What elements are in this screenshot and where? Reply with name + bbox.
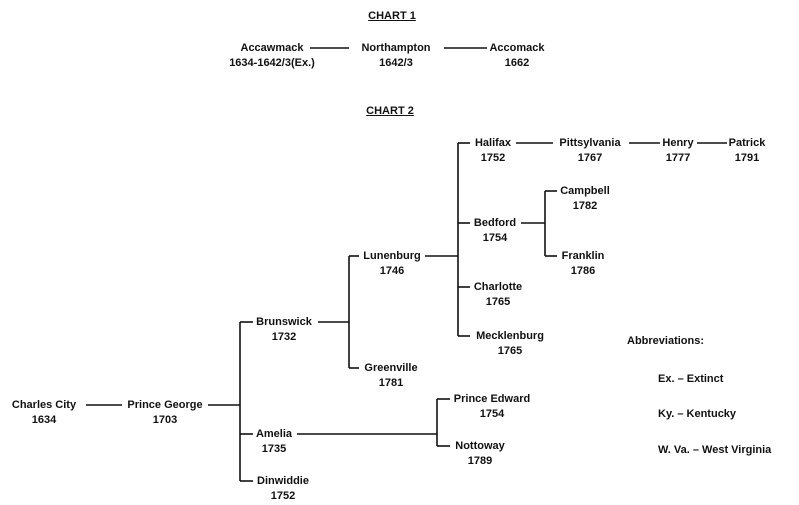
county-year: 1634-1642/3(Ex.) — [229, 57, 315, 69]
county-name: Accawmack — [240, 42, 304, 54]
county-name: Bedford — [473, 217, 517, 229]
county-name: Campbell — [560, 185, 610, 197]
county-name: Northampton — [361, 42, 431, 54]
county-year: 1754 — [479, 408, 505, 420]
county-franklin: Franklin 1786 — [562, 249, 605, 279]
county-year: 1765 — [497, 345, 523, 357]
county-year: 1765 — [485, 296, 511, 308]
abbreviation-item: W. Va. – West Virginia — [658, 444, 772, 456]
county-bedford: Bedford 1754 — [474, 216, 516, 246]
county-name: Pittsylvania — [559, 137, 621, 149]
county-northampton: Northampton 1642/3 — [361, 41, 430, 71]
county-dinwiddie: Dinwiddie 1752 — [257, 474, 309, 504]
county-name: Lunenburg — [363, 250, 421, 262]
county-name: Patrick — [728, 137, 766, 149]
county-name: Halifax — [474, 137, 512, 149]
county-year: 1642/3 — [379, 57, 413, 69]
county-year: 1746 — [379, 265, 405, 277]
county-year: 1754 — [482, 232, 508, 244]
county-pittsylvania: Pittsylvania 1767 — [559, 136, 620, 166]
county-year: 1767 — [577, 152, 603, 164]
county-year: 1732 — [271, 331, 297, 343]
county-year: 1782 — [572, 200, 598, 212]
county-name: Dinwiddie — [257, 475, 309, 487]
county-year: 1634 — [31, 414, 57, 426]
chart1-title: CHART 1 — [368, 10, 416, 22]
county-prince-george: Prince George 1703 — [127, 398, 202, 428]
county-nottoway: Nottoway 1789 — [455, 439, 505, 469]
county-year: 1662 — [504, 57, 530, 69]
county-henry: Henry 1777 — [662, 136, 693, 166]
county-year: 1752 — [480, 152, 506, 164]
county-name: Charlotte — [473, 281, 523, 293]
county-name: Brunswick — [256, 316, 312, 328]
county-year: 1791 — [734, 152, 760, 164]
county-charles-city: Charles City 1634 — [12, 398, 76, 428]
county-year: 1703 — [152, 414, 178, 426]
county-name: Prince George — [127, 399, 203, 411]
county-accawmack: Accawmack 1634-1642/3(Ex.) — [229, 41, 315, 71]
county-year: 1786 — [570, 265, 596, 277]
abbreviation-item: Ex. – Extinct — [658, 373, 724, 385]
county-name: Amelia — [255, 428, 293, 440]
county-amelia: Amelia 1735 — [256, 427, 292, 457]
county-name: Franklin — [561, 250, 605, 262]
county-accomack: Accomack 1662 — [489, 41, 544, 71]
county-greenville: Greenville 1781 — [364, 361, 417, 391]
county-name: Mecklenburg — [476, 330, 544, 342]
abbreviation-item: Ky. – Kentucky — [658, 408, 737, 420]
county-mecklenburg: Mecklenburg 1765 — [476, 329, 544, 359]
county-halifax: Halifax 1752 — [475, 136, 511, 166]
county-name: Henry — [662, 137, 694, 149]
county-year: 1777 — [665, 152, 691, 164]
county-name: Nottoway — [455, 440, 505, 452]
county-name: Prince Edward — [453, 393, 531, 405]
county-campbell: Campbell 1782 — [560, 184, 610, 214]
county-prince-edward: Prince Edward 1754 — [454, 392, 530, 422]
county-name: Greenville — [364, 362, 418, 374]
county-name: Charles City — [11, 399, 77, 411]
chart2-title: CHART 2 — [366, 105, 414, 117]
county-year: 1735 — [261, 443, 287, 455]
county-name: Accomack — [489, 42, 545, 54]
county-lunenburg: Lunenburg 1746 — [363, 249, 420, 279]
county-brunswick: Brunswick 1732 — [256, 315, 312, 345]
county-year: 1789 — [467, 455, 493, 467]
county-charlotte: Charlotte 1765 — [474, 280, 522, 310]
abbreviations-title: Abbreviations: — [627, 335, 705, 347]
county-year: 1781 — [378, 377, 404, 389]
county-year: 1752 — [270, 490, 296, 502]
county-patrick: Patrick 1791 — [729, 136, 766, 166]
